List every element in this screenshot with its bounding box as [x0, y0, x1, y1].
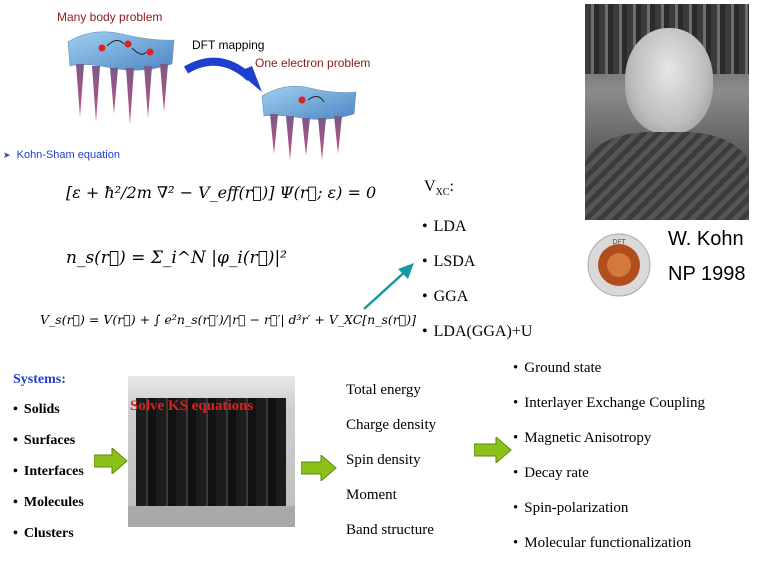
output-item: Spin density [346, 452, 421, 469]
many-body-surface-illustration [62, 22, 180, 127]
system-item: Molecules [13, 495, 84, 511]
system-item: Interfaces [13, 464, 84, 480]
vxc-item: LDA(GGA)+U [422, 323, 532, 341]
face [625, 28, 713, 134]
property-item: Magnetic Anisotropy [513, 430, 651, 447]
floor [128, 506, 295, 527]
kohn-sham-equation: [ε + ħ²/2m ∇² − V_eff(r⃗)] Ψ(r⃗; ε) = 0 [66, 183, 376, 202]
solve-ks-label: Solve KS equations [130, 398, 253, 415]
kohn-sham-label: Kohn-Sham equation [17, 149, 120, 161]
output-item: Total energy [346, 382, 421, 399]
dft-mapping-label: DFT mapping [192, 38, 264, 52]
system-item: Clusters [13, 526, 74, 542]
teal-arrow-icon [360, 255, 420, 315]
density-equation: n_s(r⃗) = Σ_i^N |φ_i(r⃗)|² [66, 248, 287, 268]
properties-list: Ground state Interlayer Exchange Couplin… [513, 360, 765, 560]
property-item: Decay rate [513, 465, 589, 482]
output-item: Band structure [346, 522, 434, 539]
systems-title: Systems: [13, 372, 66, 388]
chevron-right-icon: ➤ [3, 150, 11, 160]
kohn-sham-heading: ➤ Kohn-Sham equation [3, 149, 120, 161]
kohn-name: W. Kohn [668, 228, 744, 251]
one-electron-label: One electron problem [255, 56, 370, 70]
vxc-item: GGA [422, 288, 468, 306]
green-arrow-icon [474, 437, 512, 463]
nobel-prize-year: NP 1998 [668, 263, 745, 286]
property-item: Spin-polarization [513, 500, 628, 517]
vxc-list: LDA LSDA GGA LDA(GGA)+U [422, 218, 572, 348]
nobel-medal-icon: DFT [586, 232, 652, 298]
sweater [585, 132, 749, 220]
outputs-list: Total energy Charge density Spin density… [346, 382, 476, 552]
medal-text: DFT [612, 238, 626, 246]
one-electron-surface-illustration [258, 70, 360, 162]
green-arrow-icon [301, 455, 337, 481]
property-item: Ground state [513, 360, 601, 377]
systems-list: Solids Surfaces Interfaces Molecules Clu… [13, 402, 118, 552]
kohn-portrait [585, 4, 749, 220]
vxc-title: VXC: [424, 178, 454, 198]
output-item: Moment [346, 487, 397, 504]
property-item: Interlayer Exchange Coupling [513, 395, 705, 412]
system-item: Solids [13, 402, 60, 418]
green-arrow-icon [94, 448, 128, 474]
output-item: Charge density [346, 417, 436, 434]
vxc-item: LDA [422, 218, 467, 236]
system-item: Surfaces [13, 433, 75, 449]
property-item: Molecular functionalization [513, 535, 691, 552]
vxc-item: LSDA [422, 253, 475, 271]
